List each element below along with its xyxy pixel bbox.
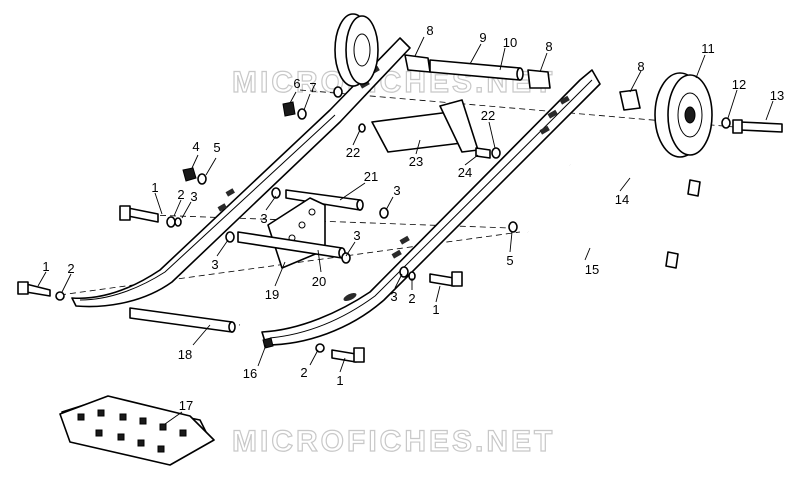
upper-idler-wheel bbox=[334, 13, 379, 87]
cross-brace bbox=[371, 99, 479, 153]
bolt-22-left bbox=[333, 86, 343, 98]
callout-22a: 22 bbox=[346, 145, 360, 160]
axle-shaft bbox=[404, 54, 641, 111]
callout-6: 6 bbox=[293, 76, 300, 91]
callout-8a: 8 bbox=[426, 23, 433, 38]
bolt-1-a bbox=[119, 205, 159, 223]
bolt-1-c bbox=[429, 271, 463, 287]
callout-8c: 8 bbox=[637, 59, 644, 74]
callout-1d: 1 bbox=[336, 373, 343, 388]
callout-1c: 1 bbox=[432, 302, 439, 317]
callout-4: 4 bbox=[192, 139, 199, 154]
callout-20: 20 bbox=[312, 274, 326, 289]
callout-22b: 22 bbox=[481, 108, 495, 123]
bracket-19 bbox=[267, 197, 326, 269]
callout-5a: 5 bbox=[213, 140, 220, 155]
bolt-1-d bbox=[331, 347, 365, 363]
callout-3d: 3 bbox=[353, 228, 360, 243]
callout-9: 9 bbox=[479, 30, 486, 45]
callout-3b: 3 bbox=[393, 183, 400, 198]
callout-13: 13 bbox=[770, 88, 784, 103]
bolt-1-b bbox=[17, 281, 51, 297]
callout-15: 15 bbox=[585, 262, 599, 277]
callout-3e: 3 bbox=[211, 257, 218, 272]
callout-21: 21 bbox=[364, 169, 378, 184]
long-bolt-15 bbox=[527, 230, 679, 269]
callout-24: 24 bbox=[458, 165, 472, 180]
callout-labels: 1 2 1 2 3 4 5 6 7 8 9 10 8 8 11 12 13 22… bbox=[42, 23, 784, 413]
callout-2d: 2 bbox=[300, 365, 307, 380]
bolt-13 bbox=[732, 119, 783, 134]
callout-10: 10 bbox=[503, 35, 517, 50]
callout-7: 7 bbox=[309, 80, 316, 95]
callout-1a: 1 bbox=[151, 180, 158, 195]
callout-17: 17 bbox=[179, 398, 193, 413]
long-bolt-14 bbox=[569, 163, 701, 197]
callout-3c: 3 bbox=[260, 211, 267, 226]
callout-14: 14 bbox=[615, 192, 629, 207]
callout-3f: 3 bbox=[390, 289, 397, 304]
callout-18: 18 bbox=[178, 347, 192, 362]
leader-lines bbox=[37, 36, 774, 425]
callout-2a: 2 bbox=[177, 187, 184, 202]
callout-23: 23 bbox=[409, 154, 423, 169]
rail-slide-assembly bbox=[59, 395, 215, 466]
callout-5b: 5 bbox=[506, 253, 513, 268]
callout-2c: 2 bbox=[408, 291, 415, 306]
washer-12 bbox=[721, 117, 731, 129]
watermark-bottom: MICROFICHES.NET bbox=[232, 425, 555, 458]
tube-18 bbox=[129, 307, 236, 333]
bolt-24 bbox=[475, 147, 491, 159]
right-rail bbox=[261, 69, 601, 346]
callout-19: 19 bbox=[265, 287, 279, 302]
callout-12: 12 bbox=[732, 77, 746, 92]
callout-2b: 2 bbox=[67, 261, 74, 276]
callout-3a: 3 bbox=[190, 189, 197, 204]
tube-21 bbox=[285, 189, 364, 211]
callout-11: 11 bbox=[701, 41, 715, 56]
callout-8b: 8 bbox=[545, 39, 552, 54]
rear-wheel bbox=[654, 72, 713, 158]
callout-1b: 1 bbox=[42, 259, 49, 274]
callout-16: 16 bbox=[243, 366, 257, 381]
